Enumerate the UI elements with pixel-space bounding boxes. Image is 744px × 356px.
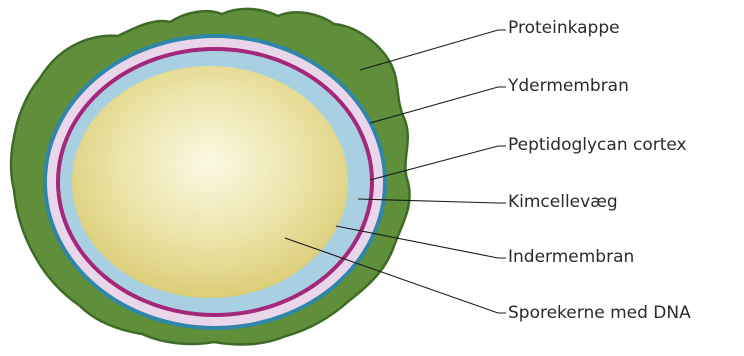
label-outer-membrane: Ydermembran	[507, 76, 629, 96]
label-germ-cell-wall: Kimcellevæg	[508, 192, 618, 212]
label-spore-core: Sporekerne med DNA	[508, 303, 691, 323]
label-inner-membrane: Indermembran	[508, 247, 634, 267]
spore-core	[72, 66, 348, 298]
label-peptidoglycan-cortex: Peptidoglycan cortex	[508, 135, 687, 155]
label-protein-coat: Proteinkappe	[508, 18, 620, 38]
